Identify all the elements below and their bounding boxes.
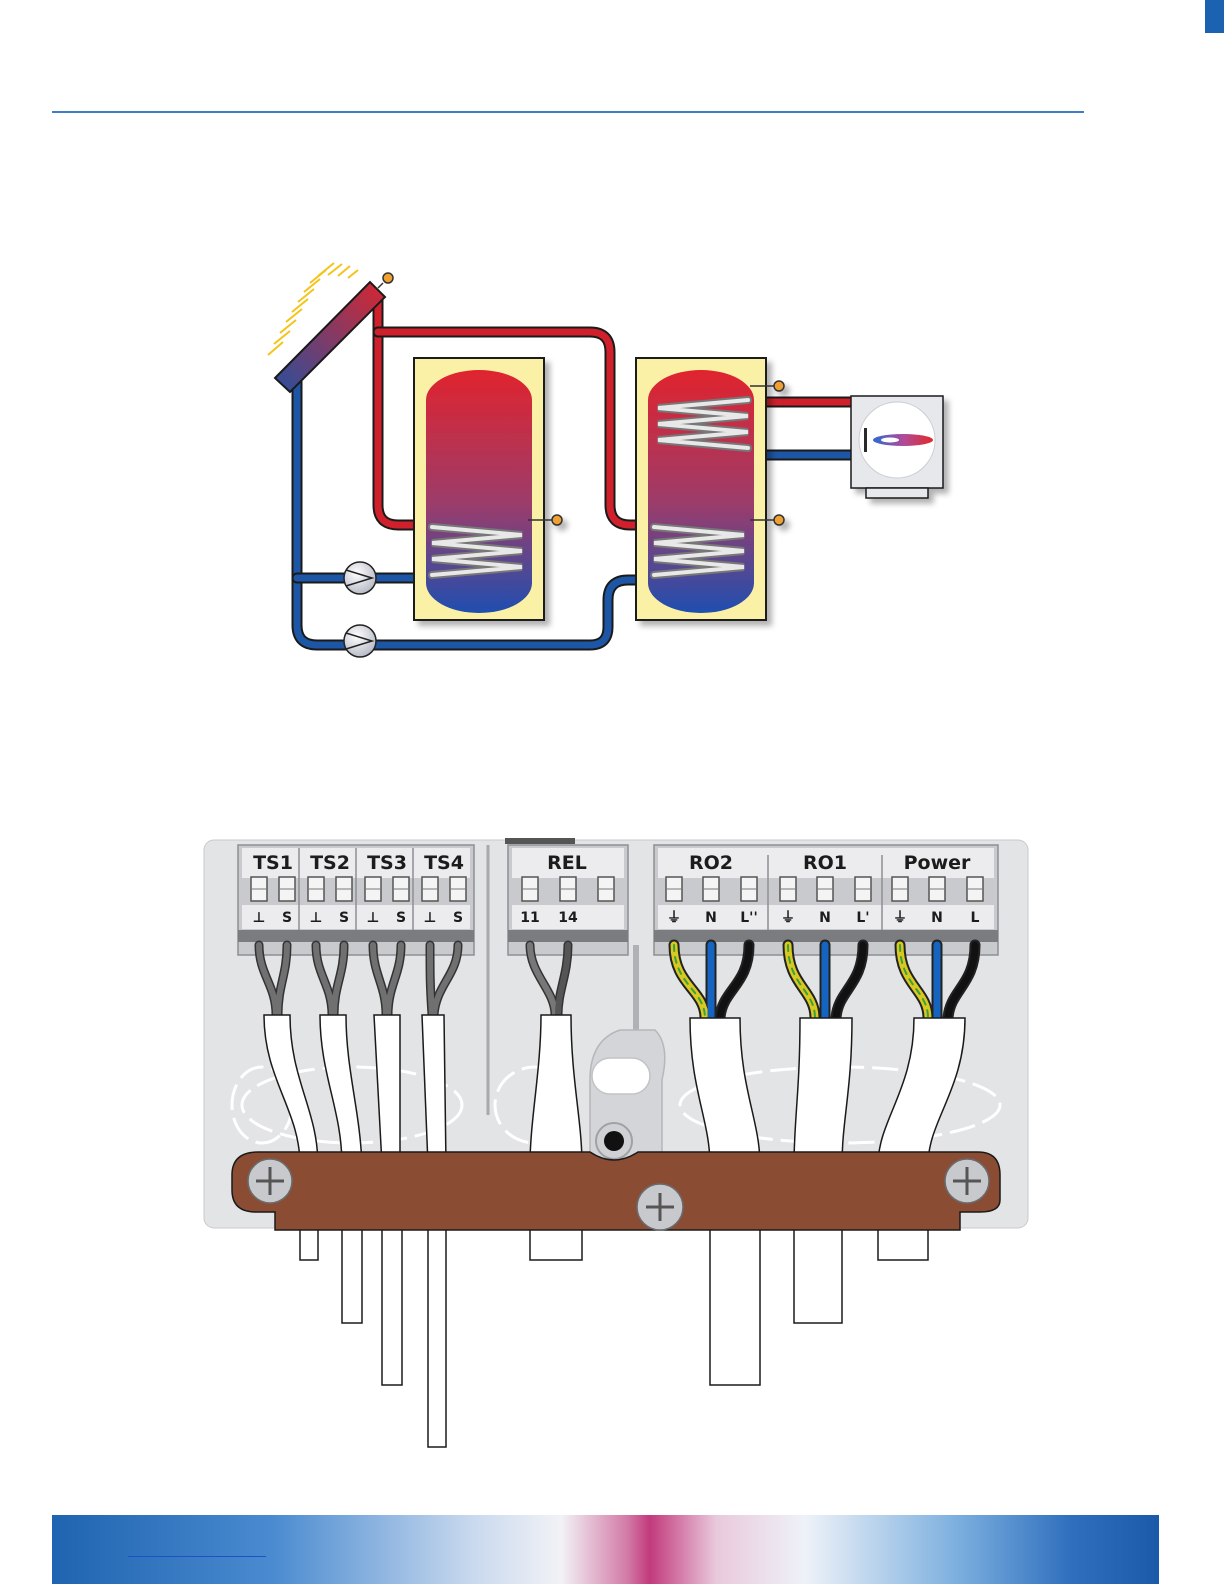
storage-tank-2 (636, 358, 784, 620)
temperature-sensor-icon (552, 515, 562, 525)
pump-icon (344, 562, 376, 594)
terminal-wiring-diagram: TS1 TS2 TS3 TS4 REL RO2 RO1 Power ⊥ S ⊥ … (203, 838, 1029, 1453)
pin-ro2-line: L'' (740, 910, 758, 926)
cable-clamp-bar (232, 1152, 1000, 1230)
screw-icon (945, 1159, 989, 1203)
page-corner-tab (1205, 0, 1224, 33)
cable-tails (300, 1225, 928, 1447)
pin-ts4-signal: S (453, 910, 463, 926)
pump-icon (344, 625, 376, 657)
pin-ro2-earth: ⏚ (667, 910, 681, 926)
pin-ts3-signal: S (396, 910, 406, 926)
temperature-sensor-icon (774, 381, 784, 391)
label-rel: REL (547, 852, 587, 874)
pin-ts4-ground: ⊥ (424, 910, 437, 926)
label-ro1: RO1 (803, 852, 847, 874)
pin-ts2-signal: S (339, 910, 349, 926)
header-rule (52, 111, 1084, 113)
screw-icon (637, 1184, 683, 1230)
pin-ro1-earth: ⏚ (781, 910, 795, 926)
pin-ts3-ground: ⊥ (367, 910, 380, 926)
pin-rel-14: 14 (558, 910, 578, 926)
pin-rel-11: 11 (520, 910, 539, 926)
pin-ro2-neutral: N (705, 910, 717, 926)
pin-ro1-neutral: N (819, 910, 831, 926)
pin-ts1-signal: S (282, 910, 292, 926)
burner-icon (851, 396, 943, 498)
pin-ro1-line: L' (856, 910, 869, 926)
storage-tank-1 (414, 358, 562, 620)
footer-gradient-band (52, 1515, 1159, 1584)
label-ts2: TS2 (310, 852, 350, 874)
label-ts1: TS1 (253, 852, 293, 874)
screw-icon (248, 1159, 292, 1203)
pin-power-earth: ⏚ (893, 910, 907, 926)
label-ts4: TS4 (424, 852, 464, 874)
footer-link-underline[interactable] (128, 1556, 266, 1557)
label-ro2: RO2 (689, 852, 733, 874)
pin-ts2-ground: ⊥ (310, 910, 323, 926)
pin-power-neutral: N (931, 910, 943, 926)
pin-power-line: L (971, 910, 980, 926)
temperature-sensor-icon (774, 515, 784, 525)
solar-heating-schematic (262, 262, 962, 682)
pin-ts1-ground: ⊥ (253, 910, 266, 926)
label-power: Power (904, 852, 971, 874)
label-ts3: TS3 (367, 852, 407, 874)
temperature-sensor-icon (383, 273, 393, 283)
